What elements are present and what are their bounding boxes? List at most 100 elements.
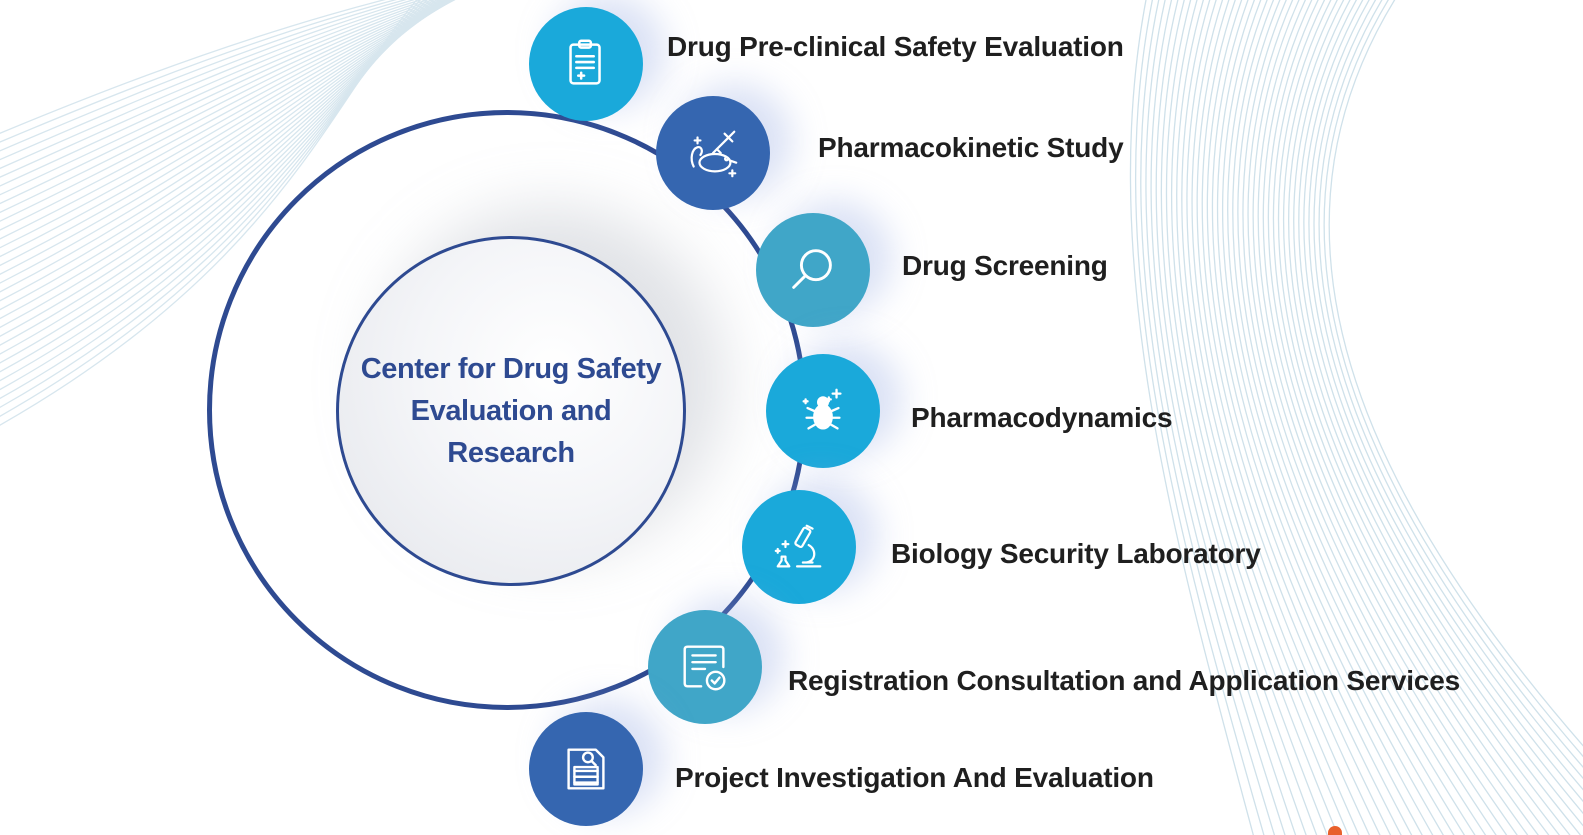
wave-line	[0, 0, 387, 134]
wave-line	[0, 0, 428, 400]
label-registration: Registration Consultation and Applicatio…	[788, 665, 1460, 696]
wave-line	[0, 0, 454, 302]
wave-line	[0, 0, 450, 222]
wave-line	[1186, 0, 1371, 835]
wave-line	[0, 0, 445, 346]
wave-line	[0, 0, 418, 426]
wave-line	[1298, 0, 1583, 815]
wave-line	[1293, 0, 1583, 827]
wave-line	[1313, 0, 1583, 780]
wave-line	[0, 0, 440, 364]
wave-line	[1176, 0, 1349, 835]
wave-line	[0, 0, 455, 249]
wave-line	[1216, 0, 1434, 835]
wave-line	[1272, 0, 1550, 835]
icon-circle-preclinical	[529, 7, 643, 121]
wave-line	[0, 0, 447, 214]
wave-line	[1206, 0, 1413, 835]
wave-line	[1134, 0, 1265, 835]
icon-circle-screening	[756, 213, 870, 327]
wave-line	[0, 0, 452, 231]
wave-line	[1328, 0, 1583, 747]
wave-line	[0, 0, 450, 329]
wave-line	[1222, 0, 1444, 835]
wave-line	[0, 0, 456, 267]
document-search-icon	[567, 748, 605, 790]
wave-line	[0, 0, 423, 170]
mouse-syringe-icon	[690, 130, 738, 178]
wave-line	[1282, 0, 1571, 835]
wave-line	[1160, 0, 1318, 835]
wave-line	[1288, 0, 1582, 835]
magnifier-icon	[792, 249, 832, 289]
wave-line	[0, 0, 456, 284]
wave-line	[0, 0, 435, 382]
label-pharmacokinetic: Pharmacokinetic Study	[818, 132, 1124, 163]
wave-line	[0, 0, 425, 409]
center-title-line1: Center for Drug Safety	[360, 353, 662, 385]
wave-line	[1252, 0, 1508, 835]
wave-line	[1191, 0, 1381, 835]
wave-line	[1140, 0, 1276, 835]
wave-line	[1129, 0, 1254, 835]
wave-line	[1227, 0, 1455, 835]
wave-line	[0, 0, 435, 187]
wave-line	[1237, 0, 1476, 835]
wave-line	[0, 0, 451, 320]
center-title-line2: Evaluation and Research	[410, 395, 612, 469]
label-preclinical: Drug Pre-clinical Safety Evaluation	[667, 31, 1124, 62]
wave-line	[0, 0, 432, 391]
bug-icon	[802, 388, 842, 430]
wave-line	[0, 0, 438, 373]
clipboard-icon	[569, 39, 601, 85]
wave-line	[0, 0, 447, 337]
wave-line	[1308, 0, 1583, 791]
wave-line	[0, 0, 440, 196]
wave-line	[0, 0, 455, 293]
wave-line	[1277, 0, 1561, 835]
icon-circle-pharmacokinetic	[656, 96, 770, 210]
wave-line	[1155, 0, 1307, 835]
wave-line	[1267, 0, 1539, 835]
wave-line	[0, 0, 444, 205]
microscope-icon	[774, 524, 822, 568]
wave-line	[0, 0, 429, 178]
label-screening: Drug Screening	[902, 250, 1108, 281]
wave-line	[1150, 0, 1297, 835]
certificate-icon	[683, 645, 726, 691]
wave-line	[1232, 0, 1466, 835]
wave-line	[1181, 0, 1360, 835]
label-biosecurity: Biology Security Laboratory	[891, 538, 1261, 569]
icon-circle-pharmacodynamics	[766, 354, 880, 468]
wave-line	[0, 0, 422, 417]
icon-circle-biosecurity	[742, 490, 856, 604]
wave-line	[0, 0, 453, 311]
wave-line	[1211, 0, 1423, 835]
center-circle: Center for Drug Safety Evaluation and Re…	[336, 236, 686, 586]
wave-line	[1318, 0, 1583, 768]
wave-line	[1196, 0, 1392, 835]
wave-line	[1323, 0, 1583, 758]
wave-line	[0, 0, 407, 152]
icon-circle-registration	[648, 610, 762, 724]
wave-line	[0, 0, 456, 275]
wave-line	[1170, 0, 1339, 835]
wave-line	[1145, 0, 1286, 835]
center-title: Center for Drug Safety Evaluation and Re…	[346, 348, 676, 474]
wave-line	[0, 0, 397, 143]
label-project: Project Investigation And Evaluation	[675, 762, 1154, 793]
wave-line	[1257, 0, 1518, 835]
icon-circle-project	[529, 712, 643, 826]
wave-line	[1262, 0, 1529, 835]
wave-line	[1242, 0, 1487, 835]
wave-line	[1303, 0, 1583, 803]
label-pharmacodynamics: Pharmacodynamics	[911, 402, 1173, 433]
wave-line	[0, 0, 454, 240]
wave-line	[0, 0, 443, 355]
wave-line	[0, 0, 456, 258]
wave-line	[1247, 0, 1497, 835]
corner-decoration	[1328, 826, 1342, 835]
wave-line	[0, 0, 416, 161]
wave-line	[1165, 0, 1328, 835]
